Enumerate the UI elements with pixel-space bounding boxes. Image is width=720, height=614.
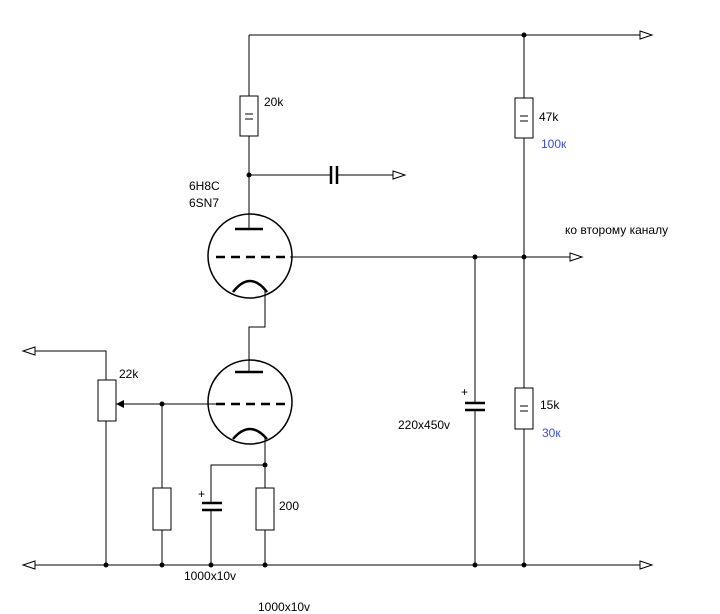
upper-triode (207, 213, 293, 299)
divider-bottom-alt-label: 30к (542, 426, 561, 440)
next-channel-label: ко второму каналу (565, 223, 668, 237)
junction-dot (262, 562, 268, 568)
junction-dot (208, 562, 214, 568)
ground-left-arrow-icon (21, 560, 36, 570)
grid-resistor (152, 404, 172, 565)
lower-triode (207, 359, 293, 445)
supply-output-arrow-icon (639, 30, 654, 40)
junction-dot (521, 562, 527, 568)
plate-resistor-label: 20k (264, 95, 284, 109)
divider-top-alt-label: 100к (541, 137, 567, 151)
ground-right-arrow-icon (639, 560, 654, 570)
divider-top-resistor (514, 97, 534, 139)
junction-dot (159, 562, 165, 568)
divider-bottom-label: 15k (540, 398, 560, 412)
signal-output-arrow-icon (392, 170, 407, 180)
tube-type-label: 6Н8С (189, 179, 220, 193)
plate-resistor (239, 95, 259, 137)
supply-rail (248, 30, 654, 96)
cathode-resistor (255, 487, 275, 565)
input-arrow-icon (21, 346, 36, 356)
cathode-capacitor-ghost-label: 1000x10v (258, 600, 310, 614)
svg-text:+: + (198, 487, 205, 501)
divider-top-label: 47k (539, 110, 559, 124)
filter-capacitor: + (461, 257, 485, 565)
cathode-capacitor: + (198, 464, 265, 565)
input-potentiometer (21, 346, 216, 565)
junction-dot (472, 562, 478, 568)
cathode-capacitor-label: 1000x10v (184, 569, 236, 583)
svg-text:+: + (461, 385, 468, 399)
tube-alt-label: 6SN7 (189, 196, 219, 210)
ground-rail (21, 560, 654, 570)
channel-link-arrow-icon (569, 252, 584, 262)
divider-bottom-resistor (514, 387, 534, 430)
junction-dot (103, 562, 109, 568)
output-coupling-capacitor (249, 166, 407, 184)
cathode-resistor-label: 200 (279, 499, 299, 513)
filter-capacitor-label: 220x450v (398, 418, 450, 432)
potentiometer-label: 22k (119, 367, 139, 381)
